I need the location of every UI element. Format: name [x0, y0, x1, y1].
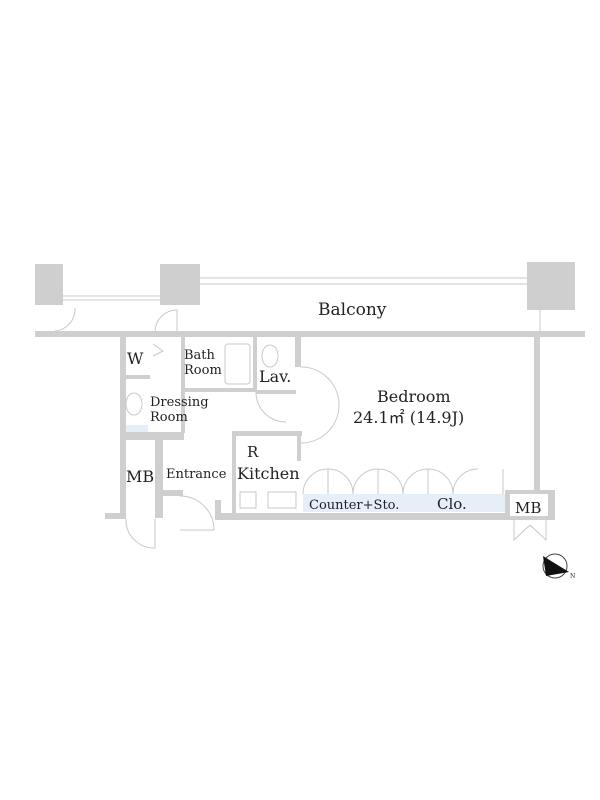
door-swing — [154, 309, 178, 332]
door-swing — [300, 366, 340, 444]
north-arrow-icon: N — [542, 553, 575, 580]
closet-doors — [302, 468, 504, 495]
label-mb-left: MB — [126, 467, 154, 486]
label-bath-room: Room — [184, 363, 222, 378]
closet — [405, 494, 505, 512]
stove — [239, 491, 257, 509]
door-swing — [125, 518, 156, 549]
door-swing — [255, 391, 287, 423]
label-refrigerator: R — [247, 443, 259, 461]
label-bedroom-area: 24.1㎡ (14.9J) — [353, 408, 464, 427]
label-counter-storage: Counter+Sto. — [309, 498, 399, 513]
door-swing — [54, 307, 76, 332]
column — [160, 264, 200, 305]
label-w: W — [127, 349, 144, 368]
label-lav: Lav. — [259, 367, 291, 386]
water-heater — [152, 343, 164, 357]
washbasin — [125, 392, 143, 416]
counter-storage — [303, 494, 405, 512]
label-entrance: Entrance — [166, 467, 227, 482]
label-balcony: Balcony — [318, 300, 387, 320]
balcony-railing — [63, 277, 541, 331]
entrance-door-swing — [179, 495, 215, 531]
svg-text:N: N — [570, 573, 575, 580]
label-kitchen: Kitchen — [237, 464, 300, 483]
bathtub — [224, 343, 251, 385]
column — [527, 262, 575, 310]
column — [35, 264, 63, 305]
mb-door — [513, 520, 547, 542]
label-dressing: Dressing — [150, 395, 209, 410]
label-closet: Clo. — [437, 495, 467, 513]
label-mb-right: MB — [515, 499, 541, 517]
sink — [267, 491, 297, 509]
label-bedroom: Bedroom — [377, 387, 451, 406]
label-bath: Bath — [184, 348, 216, 363]
label-dressing-room: Room — [150, 410, 188, 425]
toilet — [261, 344, 279, 368]
